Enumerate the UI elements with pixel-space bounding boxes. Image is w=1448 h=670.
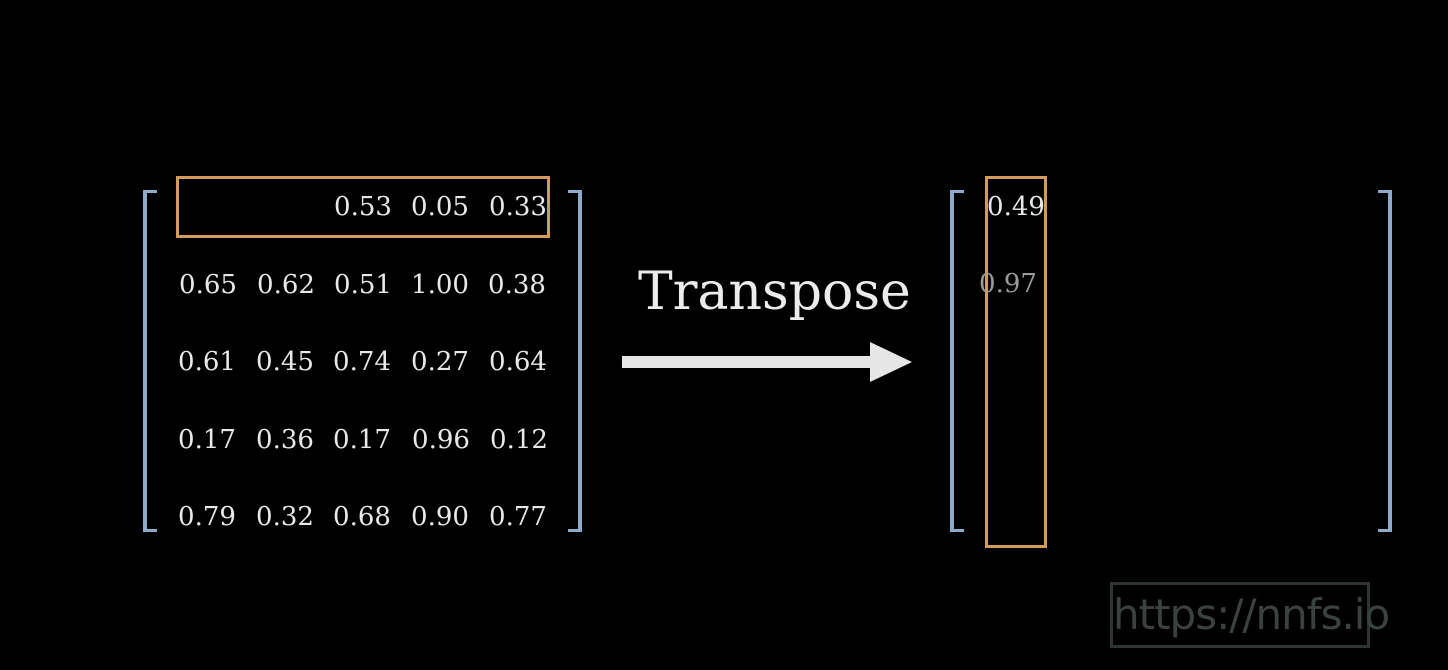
source-cell: 0.51 <box>334 270 392 300</box>
source-row-highlight <box>176 176 550 238</box>
right-arrow-icon <box>622 342 912 382</box>
source-cell: 0.17 <box>333 425 391 455</box>
target-matrix-left-bracket <box>950 190 964 532</box>
source-cell: 0.62 <box>257 270 315 300</box>
source-cell: 0.33 <box>489 192 547 222</box>
target-cell: 0.49 <box>987 192 1045 222</box>
source-cell: 0.53 <box>334 192 392 222</box>
source-matrix-left-bracket <box>143 190 157 532</box>
source-cell: 0.79 <box>178 502 236 532</box>
source-cell: 0.68 <box>333 502 391 532</box>
source-cell: 0.17 <box>178 425 236 455</box>
source-matrix-right-bracket <box>568 190 582 532</box>
target-matrix-right-bracket <box>1378 190 1392 532</box>
nnfs-watermark: https://nnfs.io <box>1110 582 1390 648</box>
source-cell <box>247 187 325 227</box>
source-cell: 0.27 <box>411 347 469 377</box>
source-cell: 0.36 <box>256 425 314 455</box>
source-cell: 0.65 <box>179 270 237 300</box>
source-cell: 0.45 <box>256 347 314 377</box>
source-cell: 0.05 <box>411 192 469 222</box>
target-column-highlight <box>985 176 1047 548</box>
target-cell: 0.97 <box>979 269 1037 299</box>
source-cell <box>169 187 247 227</box>
source-cell: 0.12 <box>490 425 548 455</box>
source-cell: 0.74 <box>333 347 391 377</box>
source-cell: 0.32 <box>256 502 314 532</box>
transpose-label: Transpose <box>638 262 911 322</box>
source-cell: 0.38 <box>488 270 546 300</box>
source-cell: 0.77 <box>489 502 547 532</box>
source-cell: 0.64 <box>489 347 547 377</box>
source-cell: 0.96 <box>412 425 470 455</box>
source-cell: 0.90 <box>411 502 469 532</box>
source-cell: 0.61 <box>178 347 236 377</box>
source-cell: 1.00 <box>411 270 469 300</box>
